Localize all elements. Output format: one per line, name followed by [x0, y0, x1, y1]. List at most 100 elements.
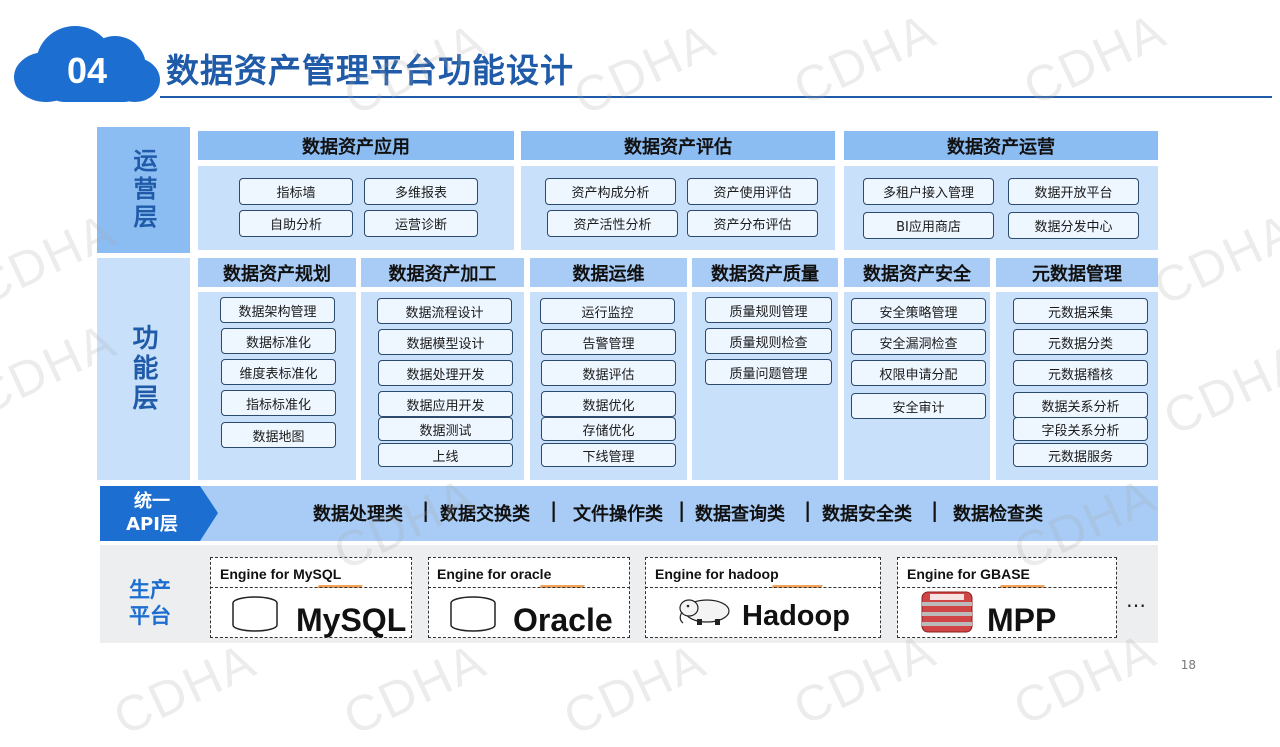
op-item[interactable]: 资产构成分析: [545, 178, 676, 205]
hadoop-elephant-icon: [679, 599, 730, 625]
engine-divider: [210, 587, 412, 588]
watermark: CDHA: [1155, 331, 1280, 447]
func-column-title: 数据资产规划: [198, 258, 356, 287]
func-item[interactable]: 质量规则检查: [705, 328, 832, 354]
op-group-title: 数据资产评估: [521, 131, 835, 160]
func-item[interactable]: 元数据服务: [1013, 443, 1148, 467]
func-item[interactable]: 质量问题管理: [705, 359, 832, 385]
watermark: CDHA: [785, 1, 945, 117]
engine-name: MPP: [987, 602, 1057, 638]
func-item[interactable]: 存储优化: [541, 417, 676, 441]
database-cylinder-icon: [450, 596, 496, 632]
page-title: 数据资产管理平台功能设计: [166, 51, 574, 90]
section-cloud-badge: [14, 22, 160, 102]
func-column-title: 数据资产安全: [844, 258, 990, 287]
op-item[interactable]: 资产使用评估: [687, 178, 818, 205]
func-item[interactable]: 字段关系分析: [1013, 417, 1148, 441]
func-item[interactable]: 元数据分类: [1013, 329, 1148, 355]
api-item[interactable]: 文件操作类: [573, 504, 663, 525]
engine-name: MySQL: [296, 602, 407, 638]
func-column-panel: [692, 292, 838, 480]
func-item[interactable]: 数据关系分析: [1013, 392, 1148, 418]
func-item[interactable]: 质量规则管理: [705, 297, 832, 323]
func-item[interactable]: 数据评估: [541, 360, 676, 386]
func-item[interactable]: 安全策略管理: [851, 298, 986, 324]
func-column-title: 数据资产加工: [361, 258, 524, 287]
func-item[interactable]: 数据优化: [541, 391, 676, 417]
api-item[interactable]: 数据处理类: [313, 504, 403, 525]
func-item[interactable]: 数据测试: [378, 417, 513, 441]
engine-name: Oracle: [513, 602, 613, 638]
func-item[interactable]: 权限申请分配: [851, 360, 986, 386]
func-column-title: 数据资产质量: [692, 258, 838, 287]
watermark: CDHA: [555, 631, 715, 747]
gbase-server-icon: [921, 591, 973, 633]
op-item[interactable]: 多维报表: [364, 178, 478, 205]
op-item[interactable]: BI应用商店: [863, 212, 994, 239]
api-separator: |: [422, 498, 430, 522]
func-item[interactable]: 数据架构管理: [220, 297, 335, 323]
func-item[interactable]: 指标标准化: [221, 390, 336, 416]
api-separator: |: [678, 498, 686, 522]
op-group-title: 数据资产应用: [198, 131, 514, 160]
func-item[interactable]: 安全漏洞检查: [851, 329, 986, 355]
watermark: CDHA: [105, 631, 265, 747]
func-item[interactable]: 告警管理: [541, 329, 676, 355]
op-item[interactable]: 资产分布评估: [687, 210, 818, 237]
api-item[interactable]: 数据检查类: [953, 504, 1043, 525]
op-group-title: 数据资产运营: [844, 131, 1158, 160]
engine-title: Engine for hadoop: [655, 566, 779, 582]
func-column-title: 元数据管理: [996, 258, 1158, 287]
watermark: CDHA: [335, 631, 495, 747]
op-item[interactable]: 指标墙: [239, 178, 353, 205]
api-separator: |: [931, 498, 939, 522]
more-engines-ellipsis: …: [1126, 588, 1146, 612]
engine-title: Engine for GBASE: [907, 566, 1030, 582]
api-label-line1: 统一: [134, 491, 170, 512]
api-separator: |: [550, 498, 558, 522]
function-layer-label: 功能层: [97, 258, 190, 480]
func-item[interactable]: 数据流程设计: [377, 298, 512, 324]
api-tag-arrow-shape: [100, 486, 218, 541]
engine-title: Engine for MySQL: [220, 566, 342, 582]
api-separator: |: [804, 498, 812, 522]
func-item[interactable]: 上线: [378, 443, 513, 467]
func-column-panel: [198, 292, 356, 480]
api-layer-tag: 统一 API层: [100, 486, 218, 541]
api-layer-bar: [190, 486, 1158, 541]
op-item[interactable]: 资产活性分析: [547, 210, 678, 237]
operation-layer-label: 运营层: [97, 127, 190, 253]
op-item[interactable]: 多租户接入管理: [863, 178, 994, 205]
op-item[interactable]: 自助分析: [239, 210, 353, 237]
engine-divider: [645, 587, 881, 588]
engine-divider: [428, 587, 630, 588]
func-item[interactable]: 数据应用开发: [378, 391, 513, 417]
engine-name: Hadoop: [742, 600, 850, 632]
watermark: CDHA: [1145, 201, 1280, 317]
watermark: CDHA: [1015, 1, 1175, 117]
func-item[interactable]: 数据标准化: [221, 328, 336, 354]
watermark: CDHA: [565, 11, 725, 127]
engine-title: Engine for oracle: [437, 566, 552, 582]
engine-card-hadoop[interactable]: [645, 557, 881, 638]
engine-divider: [897, 587, 1117, 588]
op-item[interactable]: 数据分发中心: [1008, 212, 1139, 239]
title-underline: [160, 96, 1272, 98]
func-item[interactable]: 元数据采集: [1013, 298, 1148, 324]
func-item[interactable]: 运行监控: [540, 298, 675, 324]
func-item[interactable]: 安全审计: [851, 393, 986, 419]
page-number: 18: [1180, 658, 1196, 672]
func-item[interactable]: 数据地图: [221, 422, 336, 448]
api-item[interactable]: 数据交换类: [440, 504, 530, 525]
func-column-title: 数据运维: [530, 258, 687, 287]
func-item[interactable]: 数据处理开发: [378, 360, 513, 386]
api-item[interactable]: 数据查询类: [695, 504, 785, 525]
func-item[interactable]: 维度表标准化: [221, 359, 336, 385]
func-item[interactable]: 下线管理: [541, 443, 676, 467]
func-item[interactable]: 数据模型设计: [378, 329, 513, 355]
op-item[interactable]: 运营诊断: [364, 210, 478, 237]
func-item[interactable]: 元数据稽核: [1013, 360, 1148, 386]
api-item[interactable]: 数据安全类: [822, 504, 912, 525]
section-number: 04: [66, 50, 108, 91]
op-item[interactable]: 数据开放平台: [1008, 178, 1139, 205]
